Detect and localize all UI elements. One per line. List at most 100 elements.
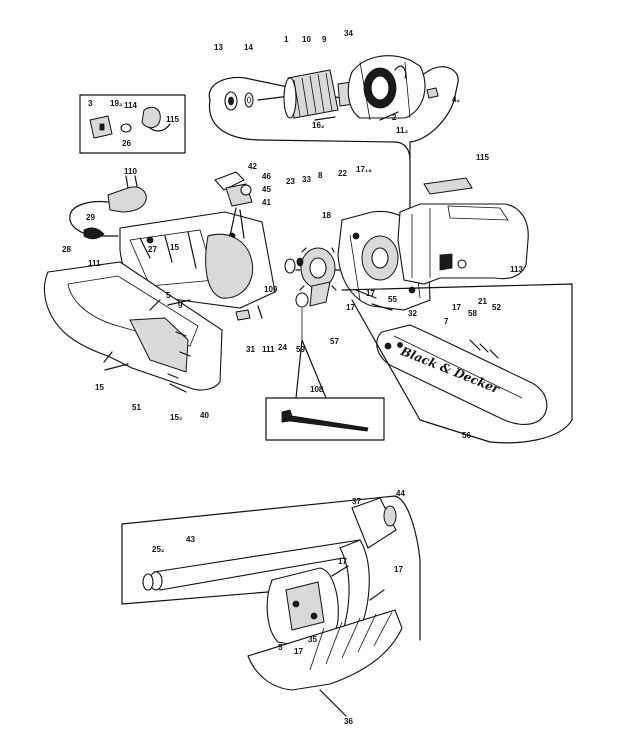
callout-108: 108 xyxy=(310,385,324,394)
callout-18: 18 xyxy=(322,211,331,220)
spanner-108 xyxy=(281,409,369,432)
callout-37: 37 xyxy=(352,497,361,506)
callout-15b: 15 xyxy=(95,383,104,392)
callout-109: 109 xyxy=(264,285,278,294)
callout-41: 41 xyxy=(262,198,271,207)
callout-57: 57 xyxy=(330,337,339,346)
callout-32: 32 xyxy=(408,309,417,318)
switch-parts-3 xyxy=(89,106,171,139)
callout-25-2: 25₂ xyxy=(152,545,165,554)
screw-15a xyxy=(104,363,129,371)
callout-43: 43 xyxy=(186,535,195,544)
switch-inset-box xyxy=(79,94,186,154)
screw-11-2 xyxy=(379,111,399,121)
screw-111 xyxy=(257,305,263,319)
callout-23: 23 xyxy=(286,177,295,186)
trigger-switch-42 xyxy=(214,171,253,239)
motor-housing-113 xyxy=(397,203,529,285)
callout-56: 56 xyxy=(462,431,471,440)
motor-group-outline xyxy=(208,66,459,236)
callout-114: 114 xyxy=(124,101,137,110)
callout-21: 21 xyxy=(478,297,487,306)
screw-15-2 xyxy=(169,383,187,393)
drive-sprocket-8 xyxy=(284,247,341,308)
hand-guard-36 xyxy=(247,609,403,717)
callout-15a: 15 xyxy=(170,243,179,252)
power-cord-110 xyxy=(69,175,147,240)
screw-32 xyxy=(371,303,393,311)
callout-2: 2 xyxy=(392,113,397,122)
callout-15-2: 15₂ xyxy=(170,413,183,422)
callout-5: 5 xyxy=(166,291,171,300)
screw-55 xyxy=(355,289,377,299)
callout-40: 40 xyxy=(200,411,209,420)
field-housing-34 xyxy=(347,55,426,121)
callout-28: 28 xyxy=(62,245,71,254)
callout-111b: 111 xyxy=(262,345,275,354)
callout-17f: 17 xyxy=(294,647,303,656)
callout-9: 9 xyxy=(322,35,327,44)
callout-35: 35 xyxy=(308,635,317,644)
callout-33: 33 xyxy=(302,175,311,184)
callout-24: 24 xyxy=(278,343,287,352)
armature-1 xyxy=(257,69,355,119)
callout-51: 51 xyxy=(132,403,141,412)
callout-55: 55 xyxy=(388,295,397,304)
callout-5-lower: 5 xyxy=(278,643,283,652)
callout-17a: 17 xyxy=(366,289,375,298)
callout-111a: 111 xyxy=(88,259,101,268)
leader-108 xyxy=(295,339,327,399)
callout-113: 113 xyxy=(510,265,523,274)
callout-17b: 17 xyxy=(452,303,461,312)
callout-4-2: 4₂ xyxy=(452,95,461,104)
callout-17-16: 17₁₆ xyxy=(356,165,372,174)
callout-59: 59 xyxy=(296,345,305,354)
screw-17d xyxy=(331,565,349,577)
callout-10: 10 xyxy=(302,35,311,44)
callout-17c: 17 xyxy=(346,303,355,312)
callout-44: 44 xyxy=(396,489,405,498)
callout-58: 58 xyxy=(468,309,477,318)
callout-36: 36 xyxy=(344,717,353,726)
spanner-inset-box xyxy=(265,397,385,441)
callout-52: 52 xyxy=(492,303,501,312)
motor-group-outline-lower xyxy=(208,99,411,161)
callout-14: 14 xyxy=(244,43,253,52)
callout-45: 45 xyxy=(262,185,271,194)
callout-17d: 17 xyxy=(338,557,347,566)
screw-16-2 xyxy=(314,116,336,121)
guide-bar-56 xyxy=(376,324,548,426)
callout-11-2: 11₂ xyxy=(396,126,409,135)
callout-27: 27 xyxy=(148,245,157,254)
callout-34: 34 xyxy=(344,29,353,38)
callout-9b: 9 xyxy=(178,301,183,310)
callout-31: 31 xyxy=(246,345,255,354)
callout-46: 46 xyxy=(262,172,271,181)
callout-7: 7 xyxy=(444,317,449,326)
callout-1: 1 xyxy=(284,35,289,44)
callout-29: 29 xyxy=(86,213,95,222)
guide-bar-group-outline xyxy=(341,283,573,444)
callout-42: 42 xyxy=(248,162,257,171)
callout-17e: 17 xyxy=(394,565,403,574)
label-plate-115 xyxy=(423,177,473,195)
callout-8: 8 xyxy=(318,171,323,180)
brush-4-2 xyxy=(426,87,439,99)
screw-17e xyxy=(369,589,385,601)
screw-9 xyxy=(167,299,191,306)
callout-26: 26 xyxy=(122,139,131,148)
callout-115a: 115 xyxy=(476,153,489,162)
nut-13 xyxy=(224,91,238,111)
callout-22: 22 xyxy=(338,169,347,178)
callout-3: 3 xyxy=(88,99,93,108)
handle-guard-111 xyxy=(43,261,223,391)
callout-19-2: 19₂ xyxy=(110,99,123,108)
main-housing-27 xyxy=(119,211,276,309)
washer-14 xyxy=(244,92,254,108)
callout-115b: 115 xyxy=(166,115,179,124)
callout-16-2: 16₂ xyxy=(312,121,325,130)
callout-13: 13 xyxy=(214,43,223,52)
callout-110: 110 xyxy=(124,167,137,176)
